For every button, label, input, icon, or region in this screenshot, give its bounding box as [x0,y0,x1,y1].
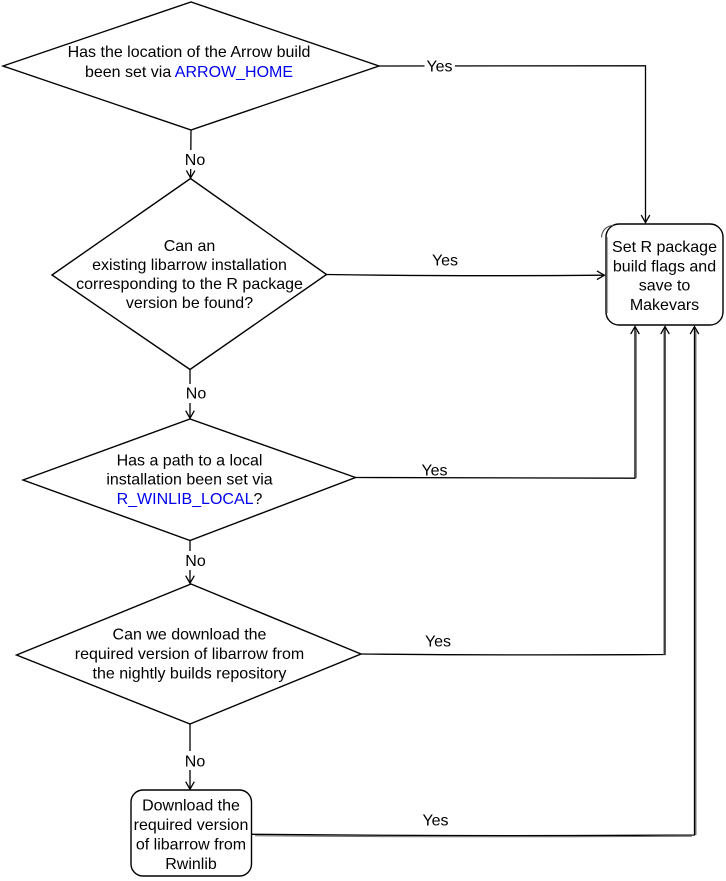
svg-text:the nightly builds repository: the nightly builds repository [93,666,287,683]
svg-text:version be found?: version be found? [126,295,253,312]
svg-text:No: No [185,754,206,771]
svg-text:Yes: Yes [432,253,458,270]
svg-text:Yes: Yes [421,463,447,480]
svg-text:Yes: Yes [422,813,448,830]
svg-text:Rwinlib: Rwinlib [165,856,217,873]
svg-text:of libarrow from: of libarrow from [136,837,246,854]
svg-text:R_WINLIB_LOCAL?: R_WINLIB_LOCAL? [117,491,263,508]
svg-text:Makevars: Makevars [630,297,699,314]
svg-text:Download the: Download the [142,798,240,815]
svg-text:save to: save to [639,278,691,295]
svg-text:corresponding to the R package: corresponding to the R package [76,276,303,293]
svg-text:installation been set via: installation been set via [106,472,272,489]
svg-text:been set via ARROW_HOME: been set via ARROW_HOME [85,64,293,81]
svg-text:Has the location of the Arrow: Has the location of the Arrow build [68,44,311,61]
svg-text:Can an: Can an [164,238,216,255]
svg-text:Can we download the: Can we download the [113,627,267,644]
svg-text:Has a path to a local: Has a path to a local [117,453,263,470]
svg-text:Set R package: Set R package [612,239,717,256]
svg-text:required version: required version [134,817,249,834]
svg-text:No: No [186,386,207,403]
svg-text:existing libarrow installation: existing libarrow installation [92,257,287,274]
svg-text:No: No [185,553,206,570]
svg-text:Yes: Yes [426,59,452,76]
svg-text:No: No [185,152,206,169]
svg-text:Yes: Yes [425,634,451,651]
svg-text:build flags and: build flags and [613,258,716,275]
svg-text:required version of libarrow f: required version of libarrow from [75,646,304,663]
